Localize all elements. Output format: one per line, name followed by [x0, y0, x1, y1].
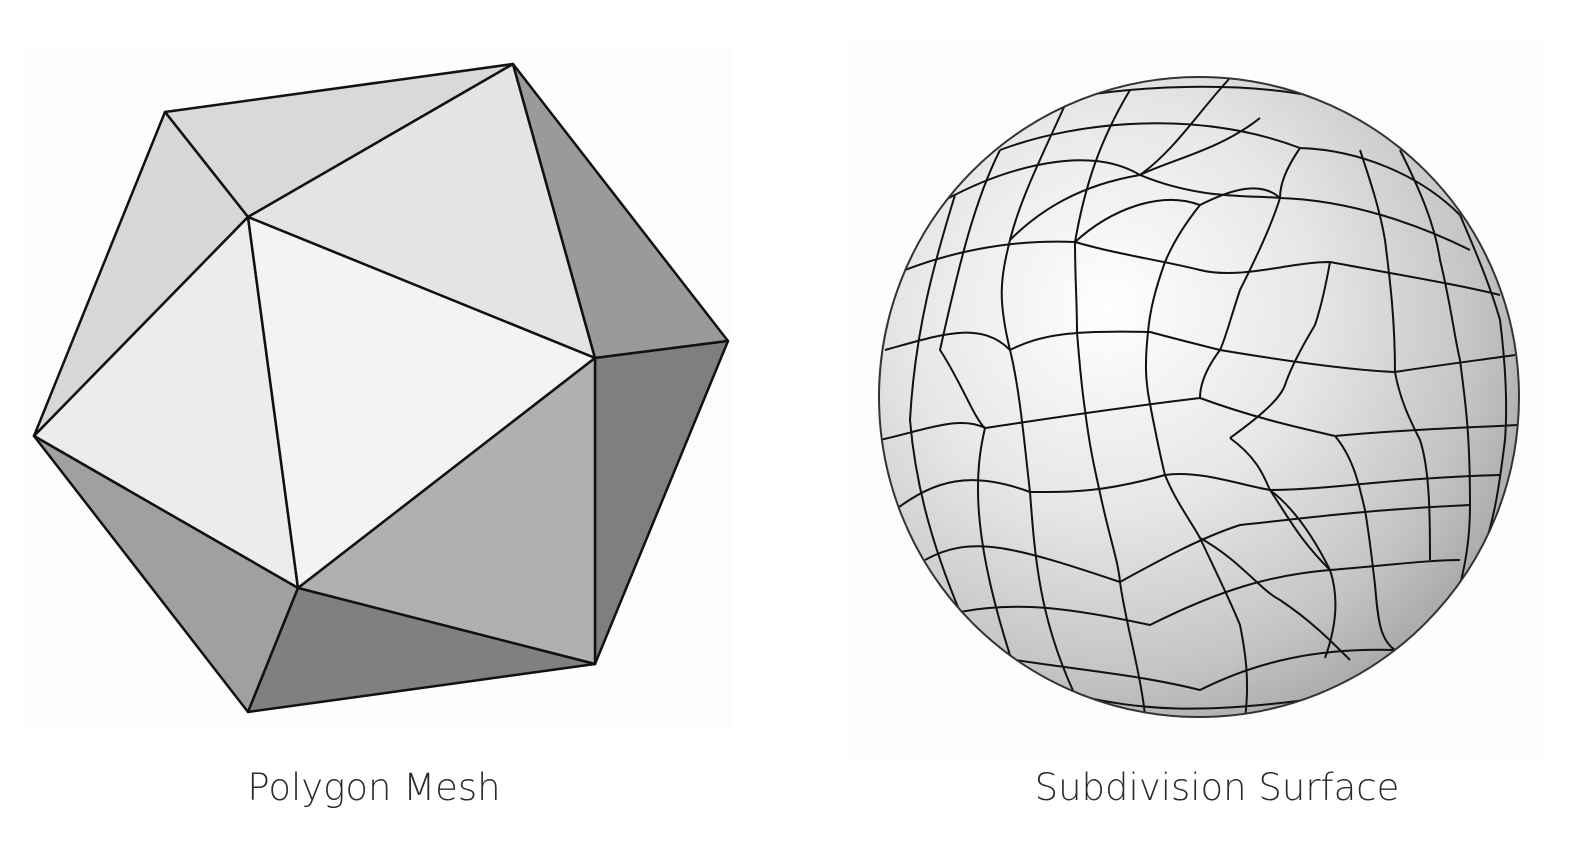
mesh-edge: [1399, 149, 1472, 586]
mesh-face: [593, 339, 730, 666]
mesh-edge: [938, 149, 1011, 656]
mesh-edge: [1073, 89, 1146, 716]
mesh-edge: [1000, 104, 1076, 696]
mesh-edge: [908, 194, 961, 613]
mesh-edge: [904, 240, 1501, 296]
mesh-edge: [1074, 187, 1281, 243]
mesh-edge: [924, 504, 1471, 584]
polygon-mesh-caption: Polygon Mesh: [247, 766, 501, 809]
mesh-edge: [1229, 261, 1331, 439]
mesh-edge: [884, 330, 1516, 374]
mesh-edge: [1359, 149, 1431, 561]
mesh-edge: [1014, 648, 1396, 692]
mesh-edge: [1139, 77, 1249, 717]
mesh-edge: [1459, 214, 1508, 561]
mesh-edge: [999, 122, 1461, 216]
mesh-edge: [1334, 435, 1396, 651]
mesh-edge: [1009, 117, 1261, 241]
mesh-face: [246, 586, 597, 714]
mesh-edge: [1199, 147, 1301, 399]
mesh-edge: [1229, 437, 1331, 571]
mesh-edge: [1199, 537, 1351, 661]
mesh-edge: [959, 559, 1461, 627]
icosahedron-mesh: [32, 62, 730, 714]
subdivision-surface-caption: Subdivision Surface: [1034, 766, 1400, 809]
subdivided-sphere: [878, 76, 1520, 718]
